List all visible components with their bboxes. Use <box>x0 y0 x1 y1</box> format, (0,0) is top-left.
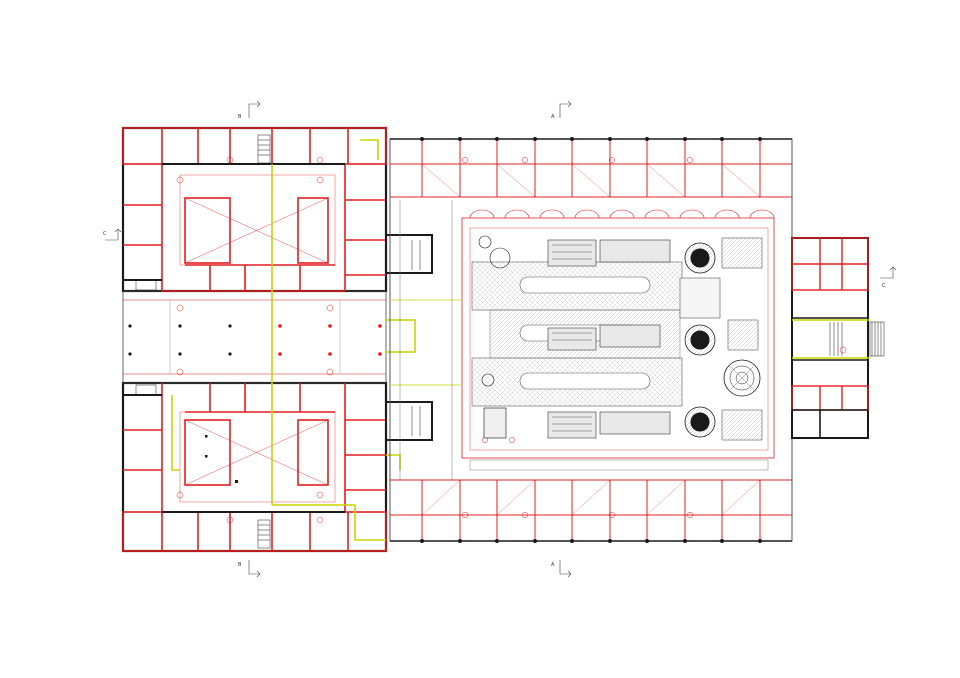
top-bays <box>390 139 792 198</box>
section-marker-b-bottom <box>248 560 261 578</box>
silos <box>478 235 761 438</box>
machinery-zone <box>461 217 775 459</box>
section-marker-c-right <box>880 266 897 279</box>
section-labels: B A B A C C <box>103 114 886 568</box>
main-hall-columns <box>420 137 762 543</box>
section-markers <box>105 100 897 578</box>
left-wing <box>121 126 433 553</box>
section-label-c-right: C <box>882 283 886 289</box>
section-label-a-bottom: A <box>551 562 555 568</box>
left-side-cores <box>385 234 433 441</box>
section-label-a-top: A <box>551 114 555 120</box>
section-marker-b-top <box>248 100 261 118</box>
right-bridge <box>792 319 870 359</box>
left-connecting-hall <box>122 290 387 384</box>
left-accent-lines <box>171 139 416 541</box>
section-label-c-left: C <box>103 231 107 237</box>
section-marker-a-top <box>559 100 572 118</box>
left-stairs <box>135 134 271 549</box>
section-marker-c-left <box>105 228 122 241</box>
bottom-bays <box>390 479 792 541</box>
hall-columns <box>128 324 382 356</box>
section-label-b-bottom: B <box>238 562 242 568</box>
section-marker-a-bottom <box>559 560 572 578</box>
left-fixture-symbols <box>176 156 334 524</box>
left-lower-partitions <box>122 383 387 552</box>
section-label-b-top: B <box>238 114 242 120</box>
main-hall <box>389 137 793 543</box>
left-upper-partitions <box>122 127 387 292</box>
right-annex <box>791 237 885 439</box>
